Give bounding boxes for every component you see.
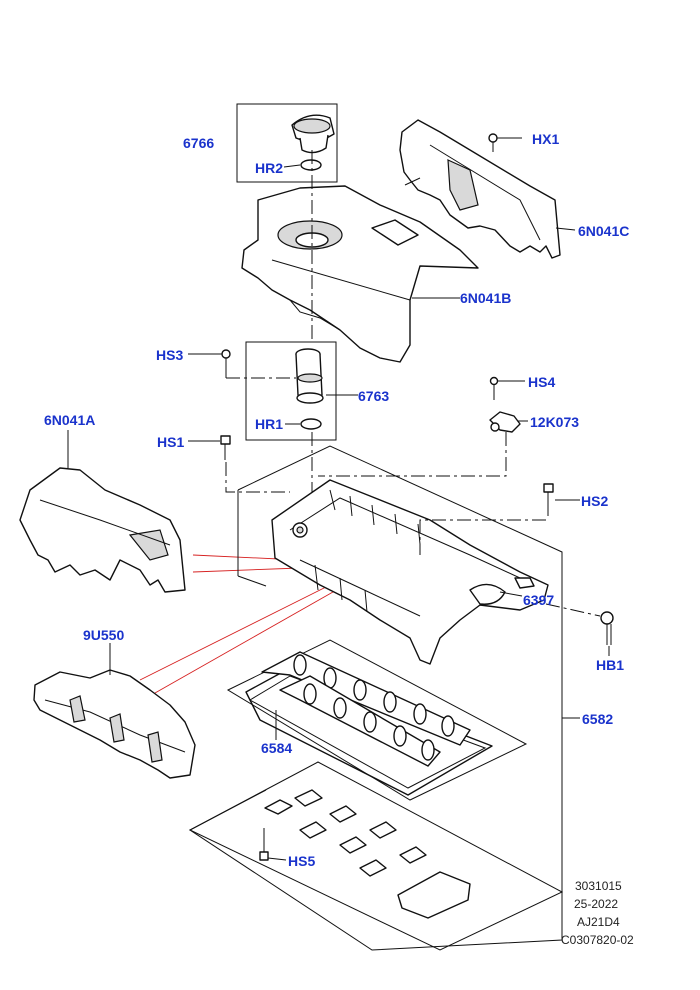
side-cover-6n041c[interactable] (399, 119, 561, 259)
reference-line-4: C0307820-02 (561, 933, 634, 947)
bolt-hs3[interactable] (221, 349, 231, 378)
cover-6n041a[interactable] (19, 467, 186, 593)
callout-6397: 6397 (523, 592, 554, 608)
callout-hs5: HS5 (288, 853, 315, 869)
callout-hs3: HS3 (156, 347, 183, 363)
reference-line-2: 25-2022 (574, 897, 618, 911)
callout-6763: 6763 (358, 388, 389, 404)
oil-filler-cap-group (236, 103, 338, 183)
cap-detail-box (236, 103, 338, 183)
oil-filler-neck[interactable] (295, 348, 324, 404)
bolt-hs1[interactable] (220, 435, 231, 460)
callout-6584: 6584 (261, 740, 292, 756)
engine-cover-6n041b[interactable] (241, 185, 479, 363)
callout-hr2: HR2 (255, 160, 283, 176)
camshaft-sensor-12k073[interactable] (489, 411, 521, 433)
bearing-caps[interactable] (264, 789, 471, 919)
reference-line-1: 3031015 (575, 879, 622, 893)
cap-seal-ring[interactable] (300, 159, 322, 171)
bolt-hs4[interactable] (489, 376, 499, 401)
callout-6n041c: 6N041C (578, 223, 629, 239)
callout-hb1: HB1 (596, 657, 624, 673)
reference-line-3: AJ21D4 (577, 915, 620, 929)
callout-hs1: HS1 (157, 434, 184, 450)
oil-filler-neck-group (245, 341, 358, 441)
neck-seal-ring[interactable] (300, 418, 322, 430)
callout-hs4: HS4 (528, 374, 555, 390)
callout-hx1: HX1 (532, 131, 559, 147)
camshaft-2[interactable] (279, 675, 441, 767)
fitting-6397[interactable] (514, 577, 535, 589)
callout-6766: 6766 (183, 135, 214, 151)
bolt-hs5[interactable] (259, 828, 269, 861)
oil-filler-cap[interactable] (291, 114, 335, 154)
camshaft-1[interactable] (261, 651, 471, 746)
bearing-caps-box (188, 761, 564, 951)
callout-hs2: HS2 (581, 493, 608, 509)
bolt-hx1[interactable] (488, 133, 498, 152)
insulator-9u550[interactable] (33, 669, 196, 779)
callout-6n041b: 6N041B (460, 290, 511, 306)
bolt-hb1[interactable] (600, 611, 614, 645)
callout-hr1: HR1 (255, 416, 283, 432)
callout-9u550: 9U550 (83, 627, 124, 643)
bolt-hs2[interactable] (543, 483, 554, 516)
callout-6582: 6582 (582, 711, 613, 727)
cylinder-head-cover-6582[interactable] (271, 479, 549, 665)
neck-detail-box (245, 341, 337, 441)
callout-12k073: 12K073 (530, 414, 579, 430)
callout-6n041a: 6N041A (44, 412, 95, 428)
